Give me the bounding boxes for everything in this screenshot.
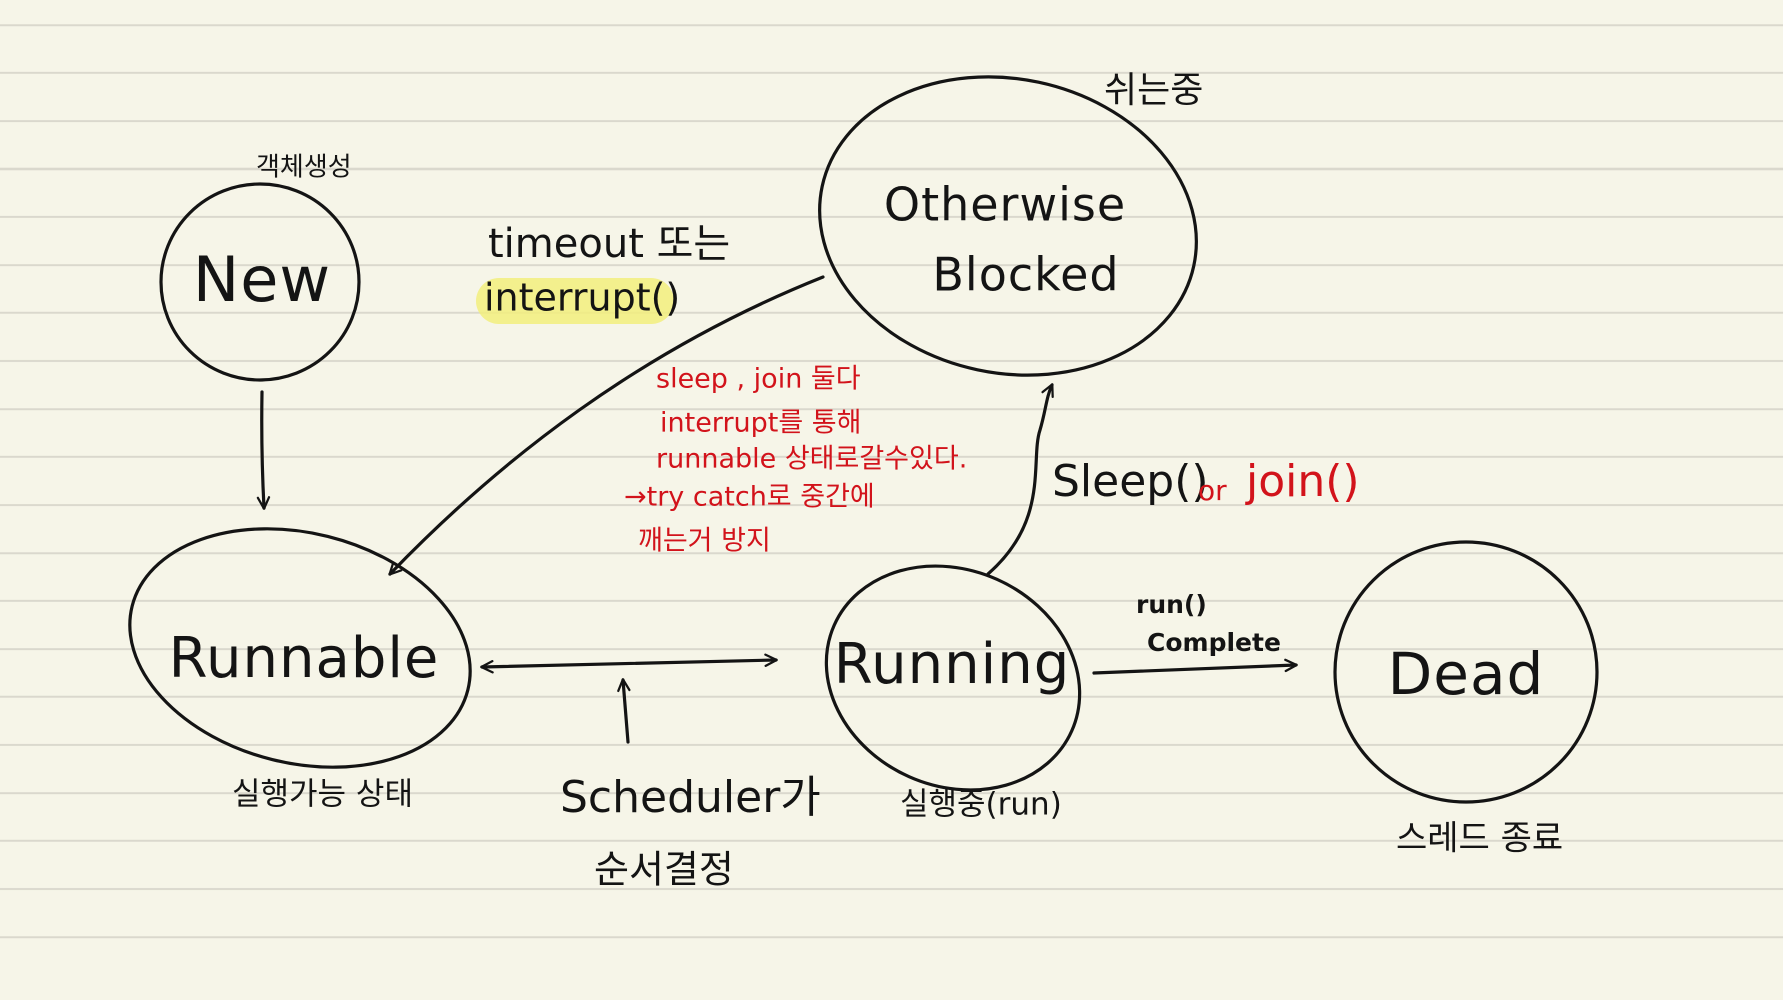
red-note-line-3: runnable 상태로갈수있다. <box>656 444 967 475</box>
node-blocked-label-line2: Blocked <box>932 248 1119 302</box>
edge-run-complete-line2: Complete <box>1147 628 1281 657</box>
edge-timeout-line1: timeout 또는 <box>488 221 730 267</box>
edge-join-label: join() <box>1245 456 1360 507</box>
node-new-label: New <box>193 243 331 316</box>
edge-run-complete-line1: run() <box>1136 590 1207 619</box>
node-dead-circle <box>1333 540 1599 804</box>
arrow-runnable-running <box>480 653 778 674</box>
red-note-line-5: 깨는거 방지 <box>638 526 771 557</box>
interrupt-highlight <box>476 278 674 324</box>
node-new-circle <box>159 182 361 382</box>
red-note-line-2: interrupt를 통해 <box>660 408 861 439</box>
edge-scheduler-line2: 순서결정 <box>594 848 734 892</box>
node-blocked-note: 쉬는중 <box>1104 70 1203 111</box>
edge-timeout-line2: interrupt() <box>484 276 680 320</box>
node-new-note: 객체생성 <box>256 153 352 183</box>
arrow-running-to-dead <box>1092 658 1298 675</box>
node-blocked-ellipse <box>818 75 1198 377</box>
node-runnable: Runnable <box>128 527 472 769</box>
node-runnable-label: Runnable <box>169 626 440 691</box>
node-running-ellipse <box>824 564 1082 792</box>
node-dead-note: 스레드 종료 <box>1396 819 1563 859</box>
node-dead: Dead <box>1333 540 1599 804</box>
arrow-scheduler <box>617 678 631 744</box>
node-blocked-label-line1: Otherwise <box>884 178 1126 232</box>
arrow-blocked-to-runnable <box>388 275 825 576</box>
red-note-line-4: →try catch로 중간에 <box>624 482 875 513</box>
node-runnable-note: 실행가능 상태 <box>232 777 413 813</box>
node-blocked: Otherwise Blocked <box>818 75 1198 377</box>
edge-scheduler-line1: Scheduler가 <box>560 772 821 823</box>
node-dead-label: Dead <box>1388 640 1545 708</box>
arrow-new-to-runnable <box>256 390 271 510</box>
edge-sleep-label: Sleep() <box>1052 456 1209 507</box>
edge-or-label: or <box>1198 474 1227 507</box>
red-notes: sleep , join 둘다 interrupt를 통해 runnable 상… <box>624 364 967 557</box>
node-running-note: 실행중(run) <box>900 787 1062 823</box>
node-running: Running <box>824 564 1082 792</box>
node-running-label: Running <box>834 632 1070 697</box>
red-note-line-1: sleep , join 둘다 <box>656 364 861 395</box>
node-runnable-ellipse <box>128 527 472 769</box>
node-new: New <box>159 182 361 382</box>
arrow-running-to-blocked <box>986 383 1054 576</box>
